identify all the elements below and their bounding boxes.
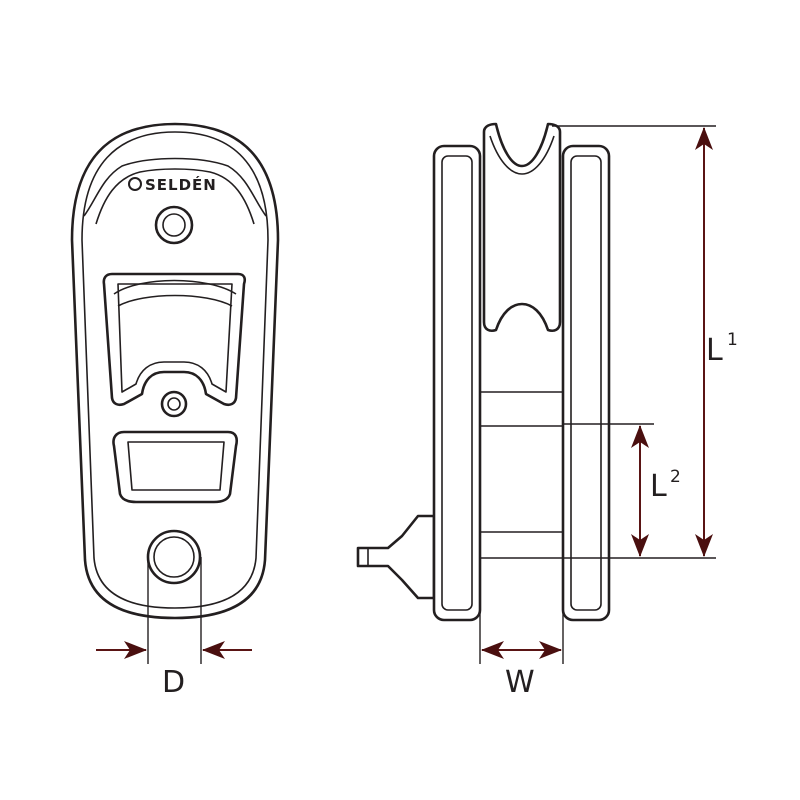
side-view <box>356 122 611 622</box>
w-arrowhead-left <box>481 641 504 659</box>
l1-arrowhead-top <box>695 127 713 150</box>
l2-arrowhead-top <box>631 425 649 448</box>
top-shackle-hole <box>154 205 194 245</box>
dimension-w: W <box>479 600 564 700</box>
sheave-groove-top <box>489 135 555 175</box>
front-body-inner-outline <box>81 131 269 609</box>
logo-emblem-icon <box>128 177 142 191</box>
sheave-window-inner <box>117 283 233 393</box>
bottom-pin-hole <box>146 529 202 585</box>
front-view: SELDÉN <box>70 122 280 620</box>
right-cheek-plate <box>561 144 611 622</box>
dimension-l2-superscript: 2 <box>670 467 681 487</box>
release-pin-tab <box>356 514 436 600</box>
seldén-logo: SELDÉN <box>128 175 217 194</box>
dimension-l2-label: L <box>650 469 667 504</box>
lower-spacer <box>479 531 564 559</box>
l2-arrowhead-bottom <box>631 534 649 557</box>
left-cheek-plate-inner <box>441 155 473 611</box>
dimension-l1-label: L <box>706 333 723 368</box>
brand-logo-text: SELDÉN <box>145 175 217 194</box>
dimension-d: D <box>96 557 252 700</box>
upper-spacer <box>479 391 564 427</box>
sheave-visible <box>113 279 237 295</box>
lower-window-inner <box>127 441 225 491</box>
left-cheek-plate <box>432 144 482 622</box>
sheave-window <box>102 272 247 407</box>
d-arrowhead-right <box>202 641 225 659</box>
sheave <box>482 122 562 333</box>
center-axle-hole-inner <box>167 397 181 411</box>
lower-window <box>112 430 239 504</box>
d-arrowhead-left <box>124 641 147 659</box>
sheave-visible-2 <box>117 294 233 307</box>
dimension-l2: L 2 <box>563 423 681 557</box>
top-shackle-hole-inner <box>162 213 186 237</box>
top-cap-edge <box>83 157 267 217</box>
dimension-l1: L 1 <box>552 125 738 559</box>
dimension-d-label: D <box>162 665 185 700</box>
bottom-pin-hole-inner <box>153 536 195 578</box>
w-arrowhead-right <box>539 641 562 659</box>
dimension-l1-superscript: 1 <box>727 330 738 350</box>
dimension-w-label: W <box>505 665 535 700</box>
center-axle-hole <box>160 390 188 418</box>
top-cap-edge-2 <box>95 168 255 225</box>
right-cheek-plate-inner <box>570 155 602 611</box>
l1-arrowhead-bottom <box>695 534 713 557</box>
